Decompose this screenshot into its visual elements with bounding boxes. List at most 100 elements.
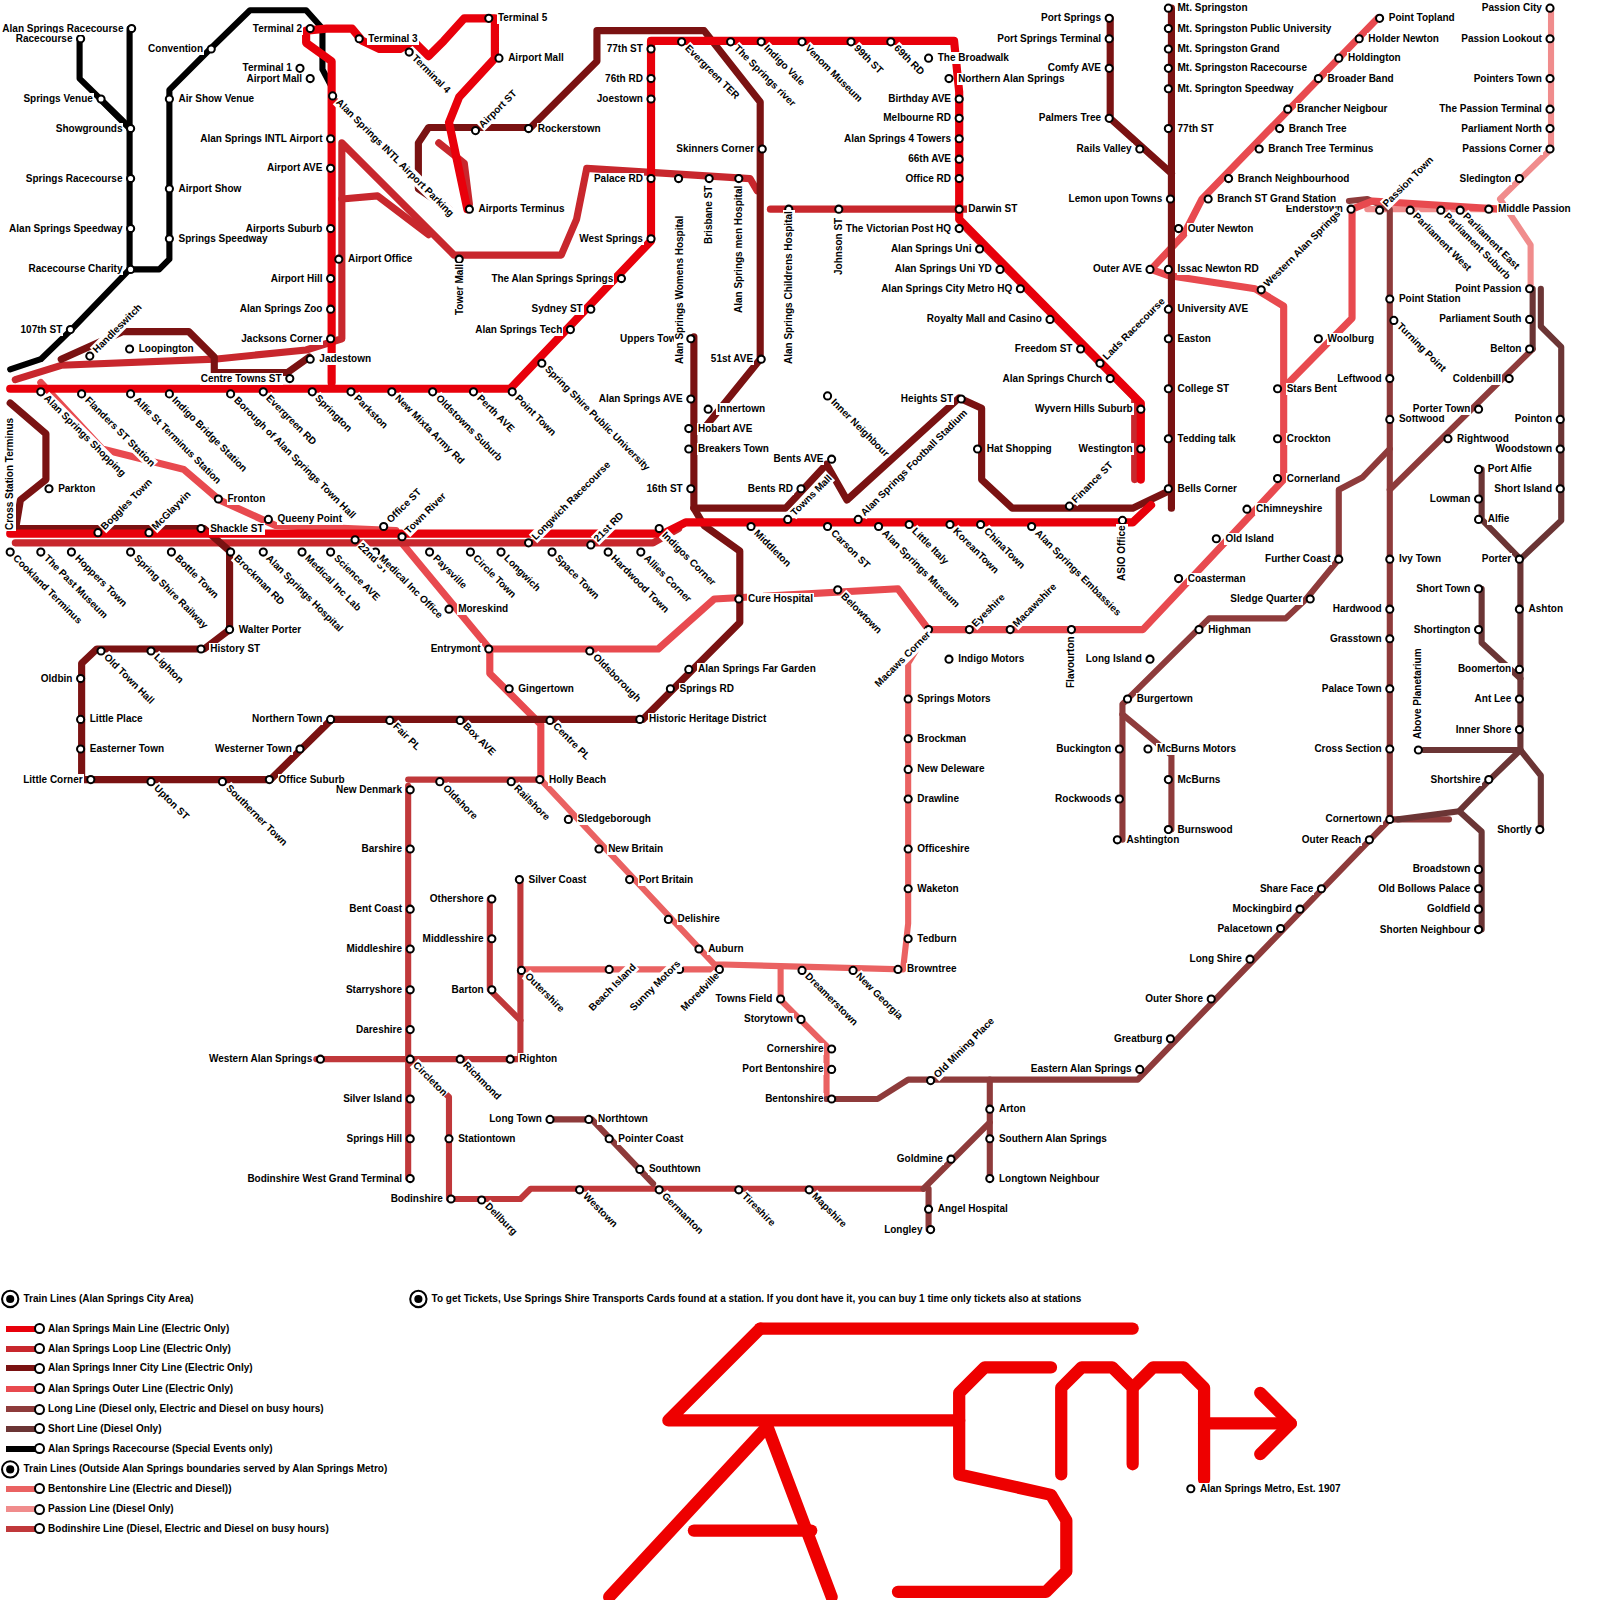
station-label: Holder Newton [1367, 33, 1440, 45]
station-label: Spring Shire Railway [130, 552, 210, 632]
station-dot [647, 95, 654, 102]
station-dot [77, 745, 84, 752]
station-label: Richmond [460, 1059, 504, 1103]
station-label: Coldenbill [1452, 373, 1502, 385]
station-label: Alan Springs City Metro HQ [880, 283, 1013, 295]
station-label: Porter [1481, 553, 1512, 565]
station-dot [77, 716, 84, 723]
station-dot [327, 275, 334, 282]
station-label: Cornershire [766, 1043, 825, 1055]
station-dot [1106, 35, 1113, 42]
station-label: New Georgia [853, 970, 906, 1023]
station-dot [1475, 495, 1482, 502]
station-label: Southtown [648, 1163, 702, 1175]
station-label: Oldstowns Suburb [432, 392, 505, 465]
station-label: Parkton [57, 483, 96, 495]
station-label: Old Bollows Palace [1377, 883, 1471, 895]
station-label: Broadstown [1412, 863, 1472, 875]
station-label: Palmers Tree [1038, 112, 1102, 124]
station-dot [197, 525, 204, 532]
station-dot [1557, 485, 1564, 492]
station-dot [966, 626, 973, 633]
station-label: Softwood [1398, 413, 1446, 425]
station-dot [905, 766, 912, 773]
station-dot [1475, 406, 1482, 413]
station-label: Gingertown [517, 683, 575, 695]
station-label: Alan Springs men Hospital [733, 185, 745, 314]
station-dot [436, 778, 443, 785]
station-dot [956, 95, 963, 102]
station-dot [585, 1116, 592, 1123]
station-dot [1506, 375, 1513, 382]
station-dot [747, 523, 754, 530]
station-dot [835, 206, 842, 213]
station-label: Long Town [488, 1113, 543, 1125]
station-dot [127, 175, 134, 182]
station-label: Fronton [227, 493, 267, 505]
station-dot [327, 716, 334, 723]
station-dot [219, 778, 226, 785]
station-label: Bents AVE [772, 453, 824, 465]
station-dot [758, 38, 765, 45]
station-label: Westington [1077, 443, 1133, 455]
station-label: Northtown [597, 1113, 649, 1125]
station-label: Sydney ST [531, 303, 584, 315]
station-dot [352, 536, 359, 543]
station-label: Chimneyshire [1255, 503, 1323, 515]
station-label: Brockman [916, 733, 967, 745]
station-label: Righton [518, 1053, 558, 1065]
legend-text: Alan Springs Main Line (Electric Only) [48, 1323, 229, 1335]
station-label: 77th ST [1177, 123, 1215, 135]
station-dot [784, 516, 791, 523]
station-dot [946, 521, 953, 528]
station-label: Jadestown [318, 353, 372, 365]
station-dot [1195, 626, 1202, 633]
station-dot [956, 206, 963, 213]
station-label: Springs Hill [345, 1133, 403, 1145]
station-label: Queeny Point [277, 513, 343, 525]
station-label: Starryshore [345, 984, 403, 996]
station-dot [905, 695, 912, 702]
station-dot [127, 125, 134, 132]
station-label: Upton ST [151, 781, 192, 822]
station-dot [1386, 685, 1393, 692]
station-dot [905, 735, 912, 742]
station-dot [695, 945, 702, 952]
station-dot [546, 717, 553, 724]
station-dot [260, 548, 267, 555]
station-dot [576, 1186, 583, 1193]
station-dot [887, 38, 894, 45]
station-dot [945, 75, 952, 82]
station-dot [197, 645, 204, 652]
station-label: Alan Springs Metro, Est. 1907 [1199, 1483, 1342, 1495]
station-label: Short Town [1415, 583, 1471, 595]
station-dot [636, 1166, 643, 1173]
station-label: Stationtown [457, 1133, 516, 1145]
station-label: Port Bentonshire [741, 1063, 824, 1075]
station-dot [687, 395, 694, 402]
station-label: Little Place [89, 713, 144, 725]
station-dot [260, 388, 267, 395]
station-dot [1165, 125, 1172, 132]
station-dot [407, 1175, 414, 1182]
station-label: Middlesshire [422, 933, 485, 945]
station-dot [706, 175, 713, 182]
station-label: Holly Beach [548, 774, 607, 786]
station-label: Passions Corner [1461, 143, 1542, 155]
station-label: 16th ST [646, 483, 684, 495]
station-dot [329, 92, 336, 99]
station-dot [286, 375, 293, 382]
station-dot [735, 595, 742, 602]
station-label: Woolburg [1327, 333, 1375, 345]
legend-dot [34, 1363, 45, 1374]
station-dot [1187, 1485, 1194, 1492]
station-label: Western Alan Springs [208, 1053, 313, 1065]
station-label: Carson ST [827, 526, 872, 571]
station-dot [1256, 145, 1263, 152]
station-dot [445, 1135, 452, 1142]
station-label: Othershore [429, 893, 485, 905]
station-dot [1546, 125, 1553, 132]
station-dot [1124, 695, 1131, 702]
station-label: Northern Town [251, 713, 323, 725]
station-dot [1165, 65, 1172, 72]
